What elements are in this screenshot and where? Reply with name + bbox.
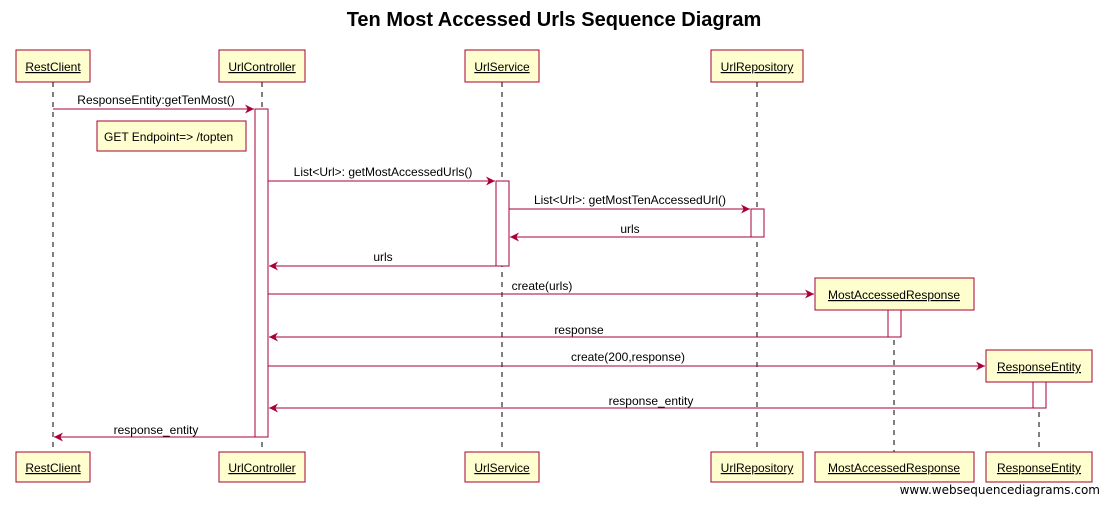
message-10: response_entity	[54, 423, 255, 442]
participant-urlrepository-top: UrlRepository	[710, 49, 804, 83]
message-4: urls	[510, 222, 751, 242]
message-label: urls	[620, 222, 639, 236]
participant-urlcontroller-bottom: UrlController	[218, 451, 306, 483]
participant-label: UrlService	[474, 60, 530, 74]
participant-label: UrlController	[228, 461, 295, 475]
participant-restclient-top: RestClient	[15, 49, 91, 83]
activation-mostaccessedresponse	[887, 309, 902, 338]
participant-label: MostAccessedResponse	[828, 288, 960, 302]
participant-label: UrlController	[228, 60, 295, 74]
participant-label: ResponseEntity	[997, 461, 1081, 475]
participant-urlservice-top: UrlService	[464, 49, 540, 83]
diagram-title: Ten Most Accessed Urls Sequence Diagram	[346, 9, 762, 31]
participant-label: RestClient	[25, 461, 81, 475]
message-9: response_entity	[269, 394, 1033, 413]
participant-label: UrlRepository	[721, 60, 794, 74]
message-label: create(urls)	[512, 279, 573, 293]
activation-responseentity	[1032, 381, 1047, 409]
activation-urlrepository	[750, 208, 765, 238]
message-6: create(urls)	[268, 279, 814, 299]
message-label: create(200,response)	[571, 350, 685, 364]
message-label: List<Url>: getMostAccessedUrls()	[294, 165, 473, 179]
participant-responseentity-bottom: ResponseEntity	[985, 451, 1093, 483]
message-5: urls	[269, 250, 496, 271]
message-label: response_entity	[609, 394, 694, 408]
message-8: create(200,response)	[268, 350, 985, 371]
participant-mostaccessedresponse-created: MostAccessedResponse	[814, 277, 975, 311]
participant-urlservice-bottom: UrlService	[464, 451, 540, 483]
participant-mostaccessedresponse-bottom: MostAccessedResponse	[814, 451, 975, 483]
message-label: List<Url>: getMostTenAccessedUrl()	[534, 193, 726, 207]
message-label: response_entity	[114, 423, 199, 437]
message-label: urls	[373, 250, 392, 264]
message-label: response	[554, 323, 604, 337]
participant-label: UrlRepository	[721, 461, 794, 475]
participant-restclient-bottom: RestClient	[15, 451, 91, 483]
participant-urlrepository-bottom: UrlRepository	[710, 451, 804, 483]
message-1: ResponseEntity:getTenMost()	[53, 93, 254, 114]
participant-label: ResponseEntity	[997, 360, 1081, 374]
watermark-text: www.websequencediagrams.com	[899, 483, 1100, 497]
message-label: ResponseEntity:getTenMost()	[77, 93, 234, 107]
participant-label: RestClient	[25, 60, 81, 74]
participant-responseentity-created: ResponseEntity	[985, 349, 1093, 383]
message-7: response	[269, 323, 888, 342]
message-2: List<Url>: getMostAccessedUrls()	[268, 165, 495, 186]
activation-urlcontroller	[254, 108, 269, 438]
message-3: List<Url>: getMostTenAccessedUrl()	[509, 193, 750, 214]
endpoint-note: GET Endpoint=> /topten	[96, 120, 247, 152]
participant-label: MostAccessedResponse	[828, 461, 960, 475]
activation-urlservice	[495, 180, 510, 267]
participant-urlcontroller-top: UrlController	[218, 49, 306, 83]
participant-label: UrlService	[474, 461, 530, 475]
note-text: GET Endpoint=> /topten	[104, 130, 233, 144]
